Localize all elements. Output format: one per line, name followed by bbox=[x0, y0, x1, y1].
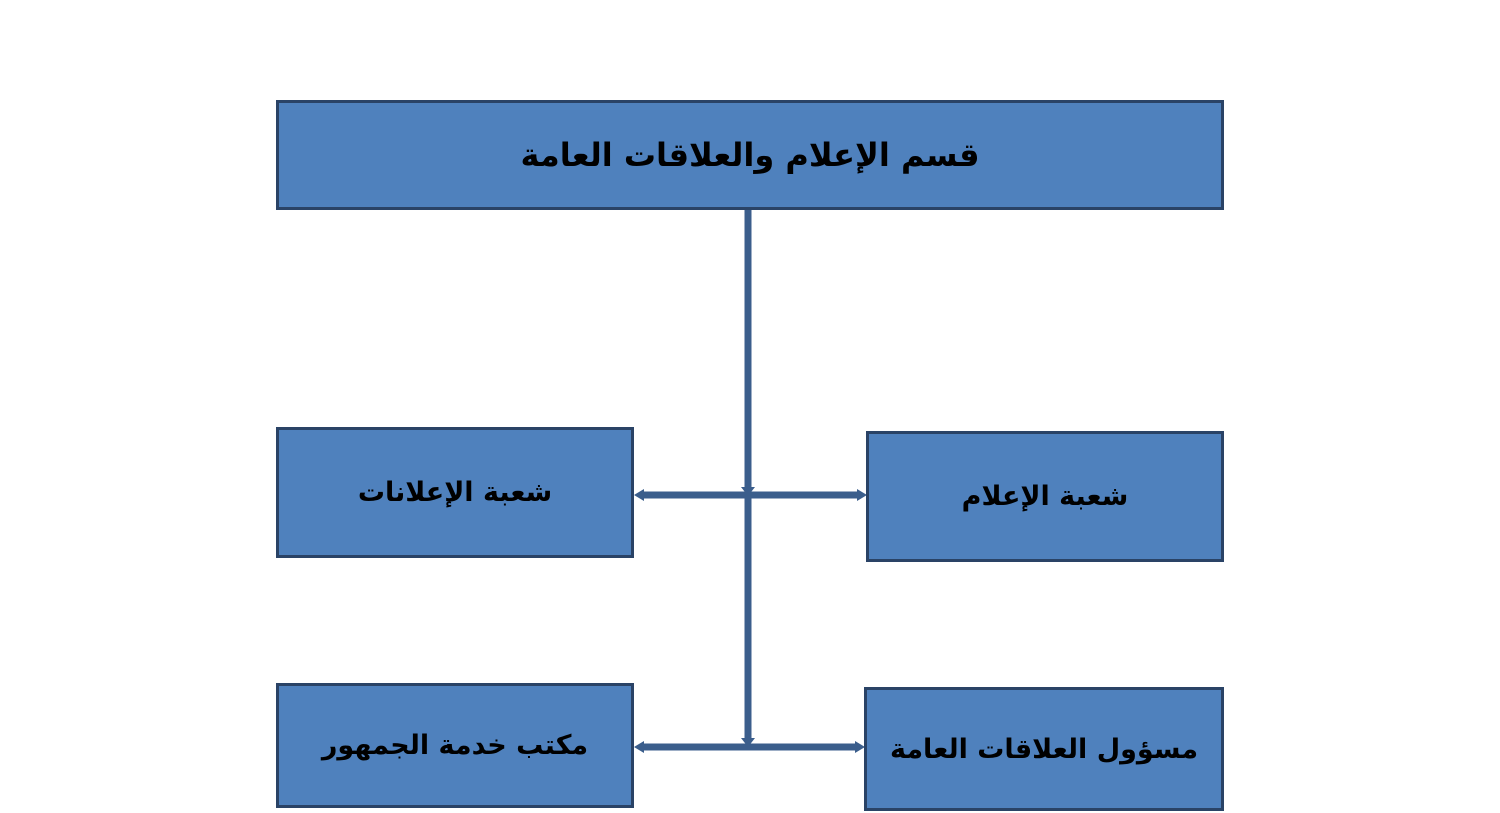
arrowhead-public bbox=[634, 741, 644, 753]
node-media-division: شعبة الإعلام bbox=[866, 431, 1224, 562]
node-public-service-office: مكتب خدمة الجمهور bbox=[276, 683, 634, 808]
arrowhead-trunk-bottom bbox=[741, 738, 755, 747]
arrowhead-ads bbox=[634, 489, 644, 501]
node-label: قسم الإعلام والعلاقات العامة bbox=[520, 136, 980, 174]
node-label: مسؤول العلاقات العامة bbox=[889, 733, 1199, 765]
node-ads-division: شعبة الإعلانات bbox=[276, 427, 634, 558]
node-label: شعبة الإعلانات bbox=[357, 477, 553, 508]
arrowhead-relations bbox=[855, 741, 865, 753]
arrowhead-media bbox=[857, 489, 867, 501]
node-root-media-relations-dept: قسم الإعلام والعلاقات العامة bbox=[276, 100, 1224, 210]
node-label: مكتب خدمة الجمهور bbox=[321, 730, 589, 761]
node-public-relations-officer: مسؤول العلاقات العامة bbox=[864, 687, 1224, 811]
node-label: شعبة الإعلام bbox=[961, 481, 1129, 512]
connector-group bbox=[634, 209, 867, 753]
arrowhead-trunk-mid bbox=[741, 487, 755, 496]
